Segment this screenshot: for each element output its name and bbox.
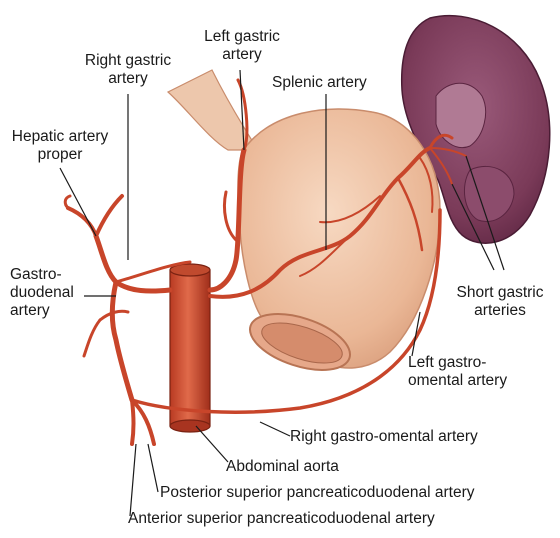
label-posterior-superior-pancreaticoduodenal-artery: Posterior superior pancreaticoduodenal a…	[160, 484, 475, 501]
leader-lines	[59, 69, 505, 517]
label-anterior-superior-pancreaticoduodenal-artery: Anterior superior pancreaticoduodenal ar…	[128, 510, 435, 527]
label-abdominal-aorta: Abdominal aorta	[226, 458, 339, 475]
abdominal-aorta	[169, 263, 211, 433]
hepatic-artery	[93, 233, 173, 294]
left-gastric-artery	[207, 147, 247, 293]
right-gastro-omental-vessel	[130, 208, 442, 414]
spleen	[400, 14, 551, 244]
arteries	[63, 78, 467, 446]
label-splenic-artery: Splenic artery	[272, 74, 367, 91]
stomach	[237, 108, 441, 371]
label-right-gastro-omental-artery: Right gastro-omental artery	[290, 428, 478, 445]
gastroduodenal-vessel	[109, 279, 135, 403]
label-left-gastro-omental-artery: Left gastro-omental artery	[408, 354, 508, 389]
